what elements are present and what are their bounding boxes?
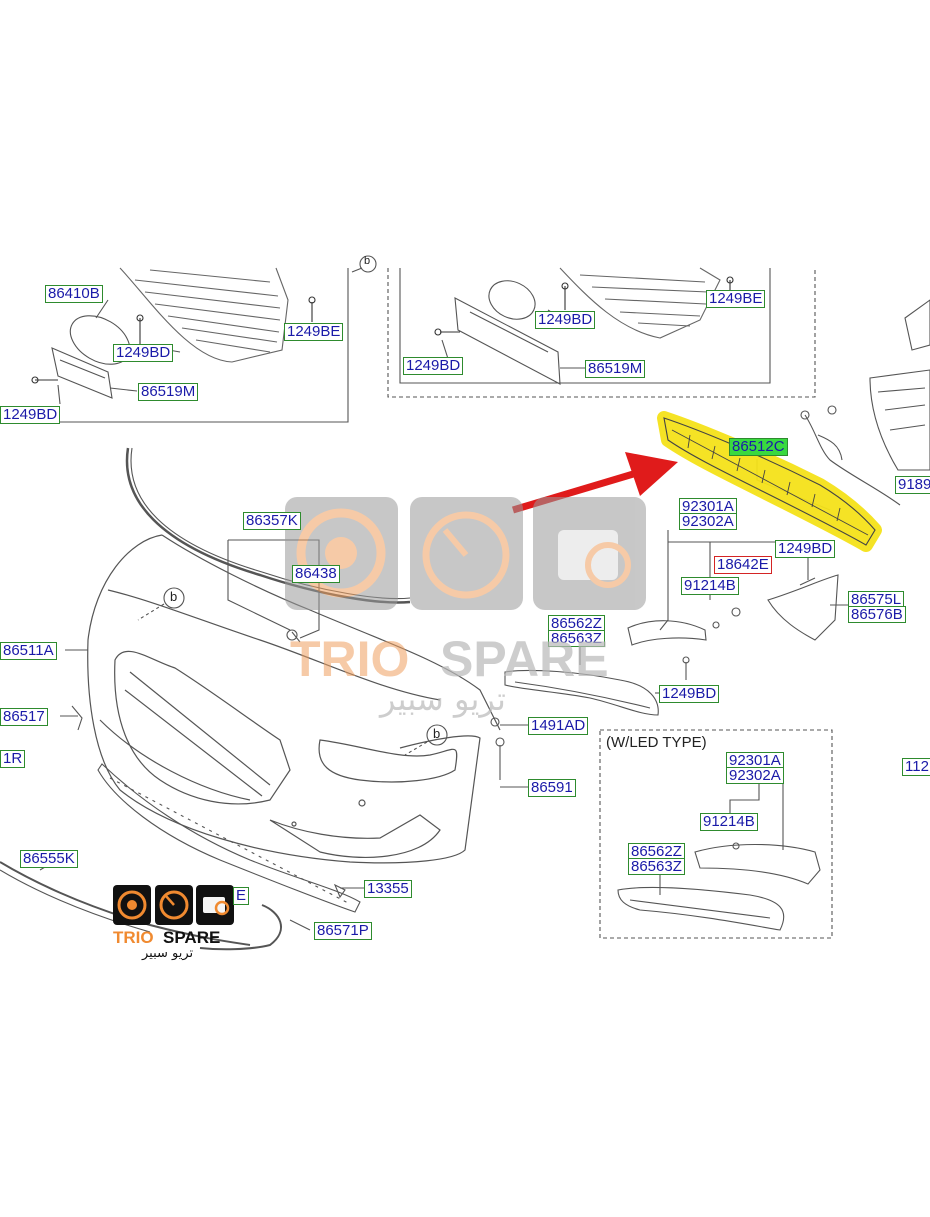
part-label-86519m[interactable]: 86519M: [138, 383, 199, 401]
plate-bracket-left: [51, 347, 113, 399]
watermark-logo-small: [113, 885, 234, 925]
part-label-1249bd[interactable]: 1249BD: [659, 685, 720, 703]
part-label-86357k[interactable]: 86357K: [243, 512, 301, 530]
part-label-112[interactable]: 112: [902, 758, 930, 776]
part-label-86438[interactable]: 86438: [292, 565, 340, 583]
inset-frame-middle-inner: [399, 268, 771, 384]
part-label-86511a[interactable]: 86511A: [0, 642, 57, 660]
part-label-86517[interactable]: 86517: [0, 708, 48, 726]
emblem-middle: [488, 280, 536, 320]
part-label-1249bd[interactable]: 1249BD: [775, 540, 836, 558]
callout-b-1: [163, 587, 185, 609]
part-label-86555k[interactable]: 86555K: [20, 850, 78, 868]
part-label-86512c[interactable]: 86512C: [729, 438, 788, 456]
part-label-86563z[interactable]: 86563Z: [548, 630, 605, 647]
part-label-1249bd[interactable]: 1249BD: [403, 357, 464, 375]
side-bracket-right: [869, 369, 930, 471]
callout-b-letter: b: [364, 255, 371, 267]
part-label-86410b[interactable]: 86410B: [45, 285, 103, 303]
part-label-86576b[interactable]: 86576B: [848, 606, 906, 623]
emblem-left: [69, 315, 131, 365]
callout-b-2: [426, 724, 448, 746]
wiring-harness: [804, 414, 901, 506]
part-label-1249bd[interactable]: 1249BD: [113, 344, 174, 362]
grille-left: [119, 267, 289, 363]
logo-brand-left: TRIO: [113, 928, 154, 947]
fog-bezel-upper: [504, 669, 659, 716]
inset-frame-left: [0, 268, 349, 423]
logo-arabic: تريو سبير: [142, 946, 194, 961]
part-label-91214b[interactable]: 91214B: [700, 813, 758, 831]
callout-b-letter: b: [170, 589, 178, 604]
led-type-note: (W/LED TYPE): [606, 734, 707, 751]
part-label-1249bd[interactable]: 1249BD: [535, 311, 596, 329]
part-label-86571p[interactable]: 86571P: [314, 922, 372, 940]
watermark-brand-left: TRIO: [290, 631, 410, 687]
part-label-86563z[interactable]: 86563Z: [628, 858, 685, 875]
red-arrow: [511, 452, 678, 514]
part-label-91214b[interactable]: 91214B: [681, 577, 739, 595]
watermark-center: [285, 497, 646, 610]
part-label-92301a[interactable]: 92301A: [726, 752, 784, 769]
led-type-frame: [599, 729, 833, 939]
lower-strip: [97, 763, 361, 913]
part-label-86519m[interactable]: 86519M: [585, 360, 646, 378]
part-label-1491ad[interactable]: 1491AD: [528, 717, 589, 735]
plate-bracket-middle: [454, 297, 561, 385]
part-label-13355[interactable]: 13355: [364, 880, 412, 898]
inset-frame-middle: [387, 268, 816, 398]
bolts: [31, 276, 734, 384]
part-label-1249be[interactable]: 1249BE: [284, 323, 344, 341]
part-label-9189[interactable]: 9189: [895, 476, 930, 494]
part-label-1249be[interactable]: 1249BE: [706, 290, 766, 308]
watermark-brand-right: SPARE: [440, 631, 609, 687]
part-label-92302a[interactable]: 92302A: [679, 513, 737, 530]
grille-middle: [559, 267, 721, 339]
led-lamp: [694, 843, 821, 885]
side-molding: [0, 861, 251, 946]
fog-lamp-upper: [627, 620, 707, 646]
part-label-86575l[interactable]: 86575L: [848, 591, 905, 608]
part-label-92301a[interactable]: 92301A: [679, 498, 737, 515]
part-label-1r[interactable]: 1R: [0, 750, 26, 768]
bracket-86575l: [767, 574, 839, 641]
callout-b-letter: b: [433, 726, 441, 741]
callout-b-3: [359, 255, 377, 273]
bumper-cover: [87, 534, 501, 864]
watermark-arabic: تريو سبير: [380, 680, 506, 718]
part-label-92302a[interactable]: 92302A: [726, 767, 784, 784]
led-bezel: [617, 886, 785, 931]
trim-86571p: [199, 904, 282, 951]
part-label-18642e[interactable]: 18642E: [714, 556, 772, 574]
logo-brand-right: SPARE: [163, 928, 221, 947]
part-label-e[interactable]: E: [233, 887, 250, 905]
part-label-86591[interactable]: 86591: [528, 779, 576, 797]
part-label-1249bd[interactable]: 1249BD: [0, 406, 61, 424]
